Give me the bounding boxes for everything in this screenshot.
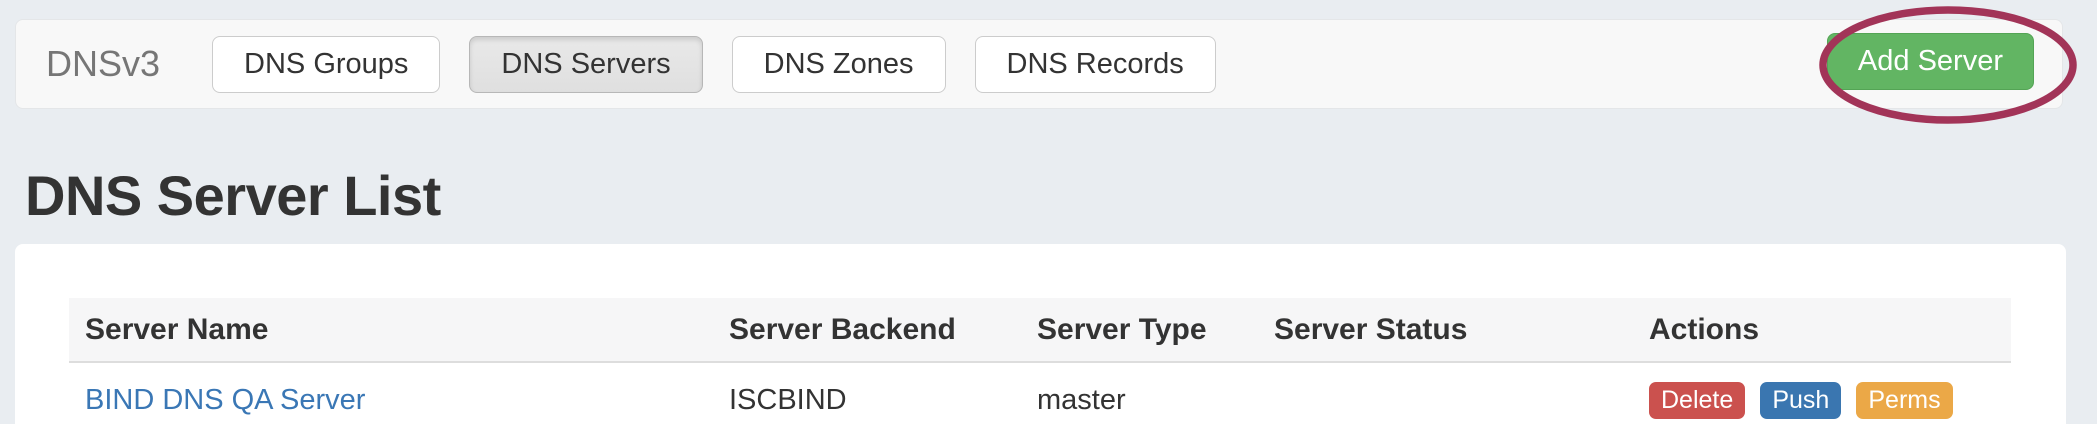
server-table: Server Name Server Backend Server Type S… (69, 298, 2011, 424)
delete-button[interactable]: Delete (1649, 382, 1746, 419)
nav-button-group: DNS Groups DNS Servers DNS Zones DNS Rec… (212, 35, 1216, 93)
cell-server-backend: ISCBIND (713, 362, 1021, 424)
nav-dns-groups-button[interactable]: DNS Groups (212, 35, 441, 93)
perms-button[interactable]: Perms (1856, 382, 1953, 419)
push-button[interactable]: Push (1760, 382, 1842, 419)
table-header-row: Server Name Server Backend Server Type S… (69, 298, 2011, 363)
server-name-link[interactable]: BIND DNS QA Server (85, 384, 366, 416)
cell-server-type: master (1021, 362, 1258, 424)
nav-dns-zones-button[interactable]: DNS Zones (731, 35, 946, 93)
cell-server-status (1258, 362, 1633, 424)
cell-actions: Delete Push Perms (1633, 362, 2011, 424)
navbar: DNSv3 DNS Groups DNS Servers DNS Zones D… (15, 19, 2063, 109)
column-header-server-type: Server Type (1021, 298, 1258, 363)
page-title: DNS Server List (25, 164, 441, 227)
column-header-server-backend: Server Backend (713, 298, 1021, 363)
add-server-button[interactable]: Add Server (1826, 33, 2034, 90)
cell-server-name: BIND DNS QA Server (69, 362, 713, 424)
column-header-actions: Actions (1633, 298, 2011, 363)
table-row: BIND DNS QA Server ISCBIND master Delete… (69, 362, 2011, 424)
nav-dns-servers-button[interactable]: DNS Servers (469, 35, 703, 93)
server-table-wrap: Server Name Server Backend Server Type S… (69, 298, 2011, 424)
nav-dns-records-button[interactable]: DNS Records (974, 35, 1216, 93)
column-header-server-name: Server Name (69, 298, 713, 363)
app-brand: DNSv3 (46, 43, 161, 84)
column-header-server-status: Server Status (1258, 298, 1633, 363)
